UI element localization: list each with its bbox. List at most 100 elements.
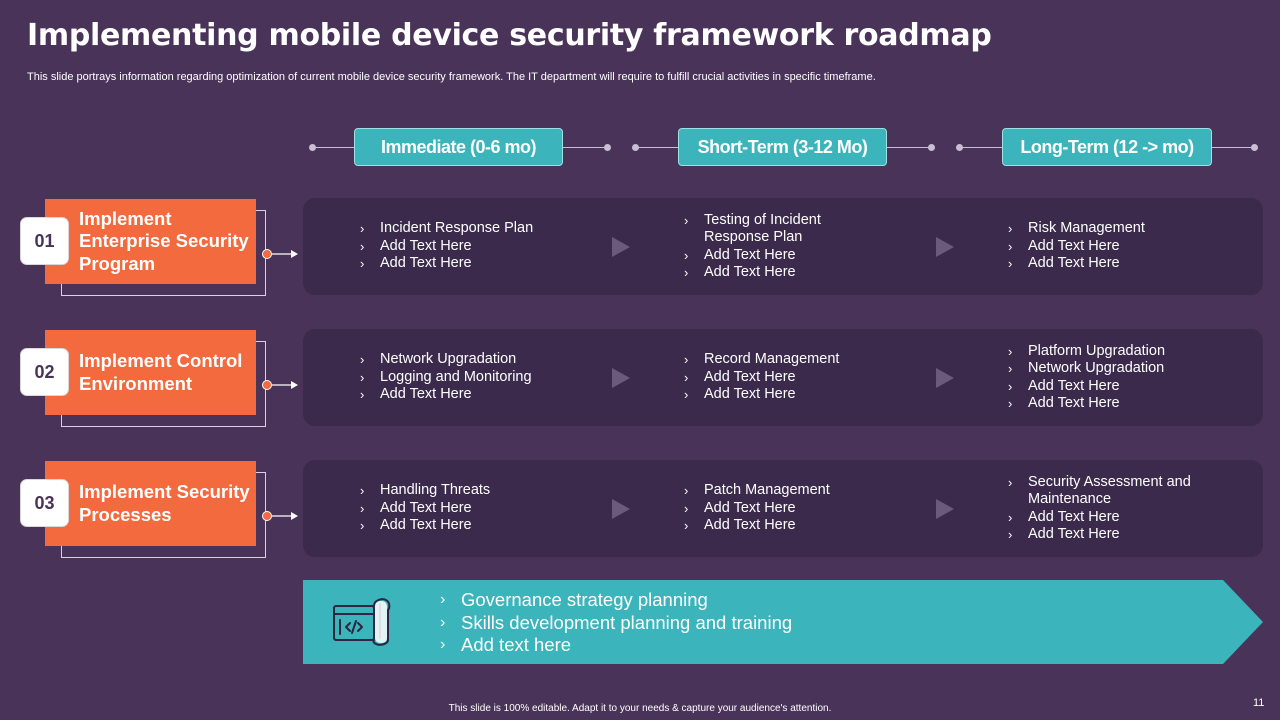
cell-short-term: ›Patch Management ›Add Text Here ›Add Te… xyxy=(682,460,922,557)
timeline-dot xyxy=(309,144,316,151)
chevron-right-icon: › xyxy=(1008,361,1013,376)
play-arrow-icon xyxy=(612,237,630,257)
chevron-right-icon: › xyxy=(440,591,446,608)
row-label-text: Implement Control Environment xyxy=(79,350,243,394)
row-panel: ›Network Upgradation ›Logging and Monito… xyxy=(303,329,1263,426)
cell-long-term: › Security Assessment and Maintenance › Ad… xyxy=(1006,460,1196,557)
list-item: › Add Text Here xyxy=(358,386,598,404)
cell-short-term: ›Testing of Incident Response Plan ›Add … xyxy=(682,198,842,295)
item-text: Record Management xyxy=(704,351,840,368)
row-number: 02 xyxy=(20,348,69,396)
play-arrow-icon xyxy=(612,368,630,388)
list-item: ›Add Text Here xyxy=(358,238,598,256)
timeline-dot xyxy=(632,144,639,151)
item-text: Skills development planning and training xyxy=(461,611,793,633)
connector-arrow-icon xyxy=(268,381,298,389)
item-text: Add Text Here xyxy=(1028,395,1120,411)
list-item: ›Network Upgradation xyxy=(358,351,598,369)
item-text: Add Text Here xyxy=(1028,377,1120,394)
item-text: Add Text Here xyxy=(1028,237,1120,254)
chevron-right-icon: › xyxy=(1008,509,1013,525)
item-text: Platform Upgradation xyxy=(1028,342,1166,359)
roadmap-row-2: Implement Control Environment 02 ›Networ… xyxy=(0,329,1280,429)
row-panel: ›Incident Response Plan ›Add Text Here ›… xyxy=(303,198,1263,295)
list-item: ›Add Text Here xyxy=(358,255,598,273)
roadmap-row-3: Implement Security Processes 03 ›Handlin… xyxy=(0,460,1280,560)
play-arrow-icon xyxy=(936,237,954,257)
chevron-right-icon: › xyxy=(1008,527,1013,542)
list-item: › Add Text Here xyxy=(682,517,922,535)
banner-list: ›Governance strategy planning ›Skills de… xyxy=(440,589,792,657)
row-bracket-edge xyxy=(61,413,62,427)
item-text: Add Text Here xyxy=(1028,508,1120,525)
list-item: › Logging and Monitoring xyxy=(358,369,598,387)
phase-immediate: Immediate (0-6 mo) xyxy=(354,128,563,166)
chevron-right-icon: › xyxy=(684,352,689,368)
footer-note: This slide is 100% editable. Adapt it to… xyxy=(448,703,832,714)
list-item: › Governance strategy planning xyxy=(440,589,792,612)
item-text: Add Text Here xyxy=(704,386,796,403)
chevron-right-icon: › xyxy=(360,387,365,403)
list-item: ›Add Text Here xyxy=(682,500,922,518)
cell-immediate: ›Incident Response Plan ›Add Text Here ›… xyxy=(358,198,598,295)
list-item: ›Handling Threats xyxy=(358,482,598,500)
item-text: Add Text Here xyxy=(380,499,472,516)
item-text: Add Text Here xyxy=(704,264,796,280)
item-text: Add Text Here xyxy=(704,517,796,534)
list-item: ›Testing of Incident Response Plan xyxy=(682,212,842,247)
timeline-dot xyxy=(956,144,963,151)
chevron-right-icon: › xyxy=(360,221,365,237)
chevron-right-icon: › xyxy=(684,247,689,263)
item-text: Add Text Here xyxy=(704,246,796,263)
cell-immediate: ›Handling Threats ›Add Text Here ›Add Te… xyxy=(358,460,598,557)
item-text: Incident Response Plan xyxy=(380,220,534,237)
cell-short-term: › Record Management ›Add Text Here ›Add T… xyxy=(682,329,922,426)
item-text: Handling Threats xyxy=(380,482,491,499)
play-arrow-icon xyxy=(936,499,954,519)
list-item: › Add Text Here xyxy=(1006,526,1196,544)
item-text: Governance strategy planning xyxy=(461,589,708,610)
play-arrow-icon xyxy=(612,499,630,519)
list-item: ›Add Text Here xyxy=(682,386,922,404)
cell-immediate: ›Network Upgradation ›Logging and Monito… xyxy=(358,329,598,426)
item-text: Add Text Here xyxy=(380,386,472,403)
list-item: ›Platform Upgradation xyxy=(1006,343,1246,361)
item-text: Logging and Monitoring xyxy=(380,368,532,385)
chevron-right-icon: › xyxy=(360,500,365,516)
chevron-right-icon: › xyxy=(1008,378,1013,394)
chevron-right-icon: › xyxy=(1008,221,1013,237)
timeline-dot xyxy=(928,144,935,151)
item-text: Network Upgradation xyxy=(1028,360,1165,376)
row-label: Implement Control Environment xyxy=(45,330,256,415)
list-item: ›Add Text Here xyxy=(682,264,842,282)
list-item: ›Add Text Here xyxy=(1006,255,1246,273)
timeline-dot xyxy=(1251,144,1258,151)
list-item: ›Add text here xyxy=(440,634,792,657)
chevron-right-icon: › xyxy=(1008,238,1013,254)
item-text: Network Upgradation xyxy=(380,351,517,368)
phase-short-term: Short-Term (3-12 Mo) xyxy=(678,128,887,166)
list-item: ›Add Text Here xyxy=(682,369,922,387)
connector-dot xyxy=(262,511,272,521)
row-bracket-edge xyxy=(61,282,62,296)
list-item: › Record Management xyxy=(682,351,922,369)
item-text: Add Text Here xyxy=(1028,526,1120,542)
list-item: › Incident Response Plan xyxy=(358,220,598,238)
timeline-dot xyxy=(604,144,611,151)
code-scroll-icon xyxy=(333,598,391,646)
list-item: › Risk Management xyxy=(1006,220,1246,238)
row-number: 01 xyxy=(20,217,69,265)
row-bracket-edge xyxy=(61,544,62,558)
item-text: Security Assessment and Maintenance xyxy=(1028,473,1191,508)
chevron-right-icon: › xyxy=(440,636,446,653)
item-text: Add Text Here xyxy=(380,237,472,254)
chevron-right-icon: › xyxy=(684,518,689,534)
list-item: ›Patch Management xyxy=(682,482,922,500)
roadmap-row-1: Implement Enterprise Security Program 01… xyxy=(0,198,1280,298)
list-item: ›Add Text Here xyxy=(358,517,598,535)
chevron-right-icon: › xyxy=(360,369,365,385)
row-label: Implement Security Processes xyxy=(45,461,256,546)
chevron-right-icon: › xyxy=(360,256,365,272)
item-text: Risk Management xyxy=(1028,220,1145,237)
list-item: ›Skills development planning and trainin… xyxy=(440,612,792,635)
